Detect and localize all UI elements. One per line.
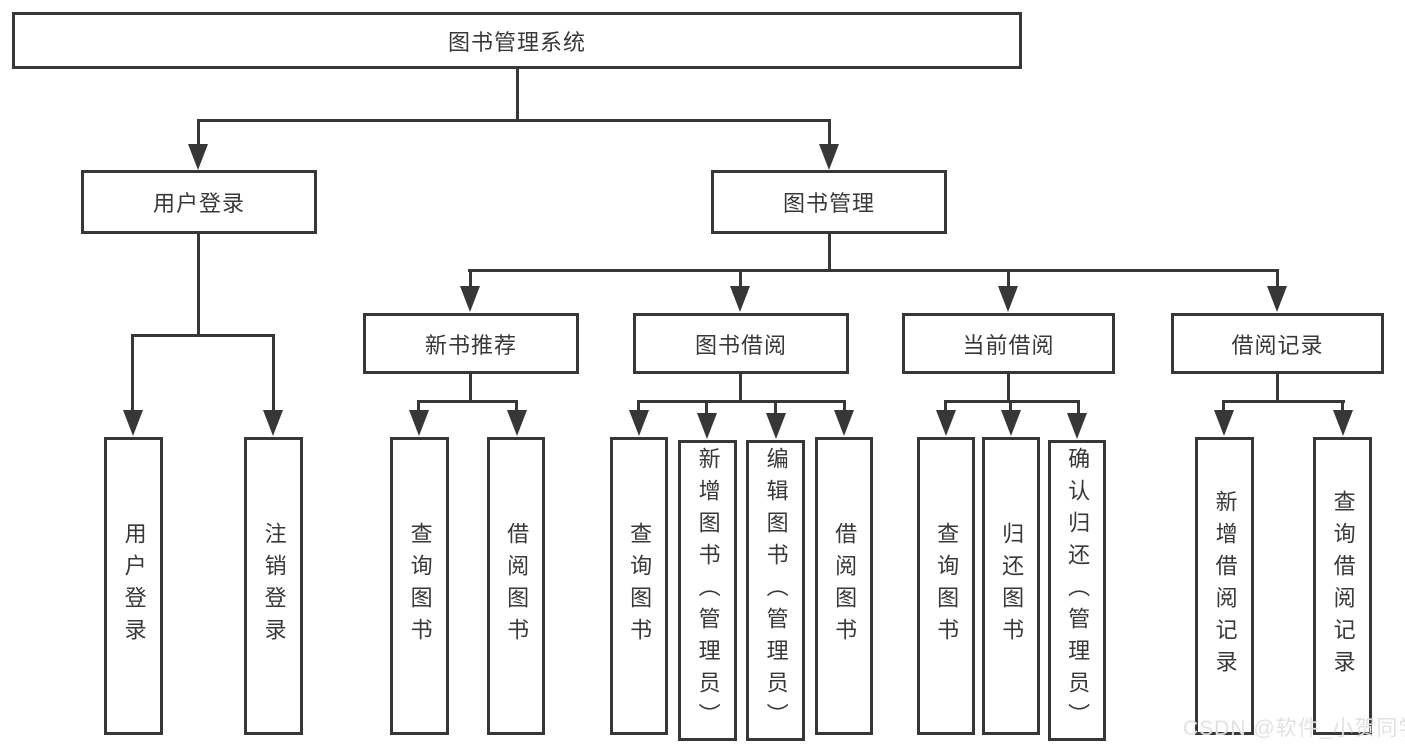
leaf-query-books-borrow: 查询图书 (610, 437, 668, 735)
node-label: 新增图书（管理员） (695, 446, 721, 735)
node-current-borrow: 当前借阅 (902, 313, 1115, 374)
arrow-into-leaf-logout (263, 410, 283, 436)
node-label: 查询图书 (934, 522, 960, 650)
node-book-management: 图书管理 (711, 170, 947, 234)
node-label: 查询借阅记录 (1330, 490, 1356, 682)
arrow-into-user-login (188, 144, 208, 170)
connector-stem (774, 400, 777, 414)
leaf-add-book-admin: 新增图书（管理员） (678, 440, 737, 741)
arrow-into-leaf (834, 410, 854, 436)
connector-book-borrow-trunk (739, 374, 742, 403)
arrow-into-leaf (1333, 410, 1353, 436)
connector-stem (1077, 400, 1080, 414)
arrow-into-book-management (819, 144, 839, 170)
connector-borrow-records-trunk (1276, 374, 1279, 403)
connector-new-book-branch (417, 400, 518, 403)
arrow-into-leaf (1214, 410, 1234, 436)
connector-stem (417, 400, 420, 413)
leaf-confirm-return-admin: 确认归还（管理员） (1048, 440, 1106, 741)
connector-stem (515, 400, 518, 413)
leaf-return-books: 归还图书 (982, 437, 1040, 735)
node-label: 借阅图书 (504, 522, 530, 650)
connector-stem-book-borrow (739, 269, 742, 288)
arrow-into-leaf (697, 413, 717, 439)
connector-stem (1222, 400, 1225, 413)
connector-stem (1341, 400, 1344, 413)
arrow-into-leaf (1067, 413, 1087, 439)
connector-stem-leaf-logout (272, 334, 275, 412)
connector-user-login-branch (131, 334, 275, 337)
connector-new-book-trunk (469, 374, 472, 403)
connector-stem-book-management (828, 119, 831, 147)
node-label: 当前借阅 (962, 332, 1055, 358)
node-label: 借阅记录 (1231, 332, 1324, 358)
node-label: 新增借阅记录 (1212, 490, 1238, 682)
connector-current-borrow-branch (944, 400, 1080, 403)
node-label: 借阅图书 (832, 522, 858, 650)
node-label: 归还图书 (999, 522, 1025, 650)
node-label: 查询图书 (407, 522, 433, 650)
connector-book-mgmt-trunk (828, 234, 831, 272)
leaf-query-borrow-record: 查询借阅记录 (1313, 437, 1372, 735)
arrow-into-leaf (766, 413, 786, 439)
connector-stem-borrow-records (1276, 269, 1279, 288)
connector-user-login-trunk (197, 234, 200, 337)
connector-stem-leaf-login (131, 334, 134, 412)
connector-current-borrow-trunk (1007, 374, 1010, 403)
node-user-login: 用户登录 (81, 170, 317, 234)
csdn-watermark: CSDN @软件_小贺同学 (1183, 717, 1405, 740)
node-label: 图书借阅 (694, 332, 787, 358)
node-book-borrow: 图书借阅 (633, 313, 849, 374)
node-label: 注销登录 (261, 522, 287, 650)
arrow-into-new-book (460, 286, 480, 312)
node-label: 确认归还（管理员） (1065, 446, 1091, 735)
arrow-into-current-borrow (998, 286, 1018, 312)
leaf-query-books-current: 查询图书 (917, 437, 975, 735)
arrow-into-leaf (936, 410, 956, 436)
arrow-into-leaf (507, 410, 527, 436)
connector-root-trunk (516, 68, 519, 121)
connector-stem-new-book (469, 269, 472, 288)
arrow-into-leaf (629, 410, 649, 436)
connector-stem (843, 400, 846, 413)
arrow-into-leaf (1001, 410, 1021, 436)
node-label: 查询图书 (627, 522, 653, 650)
connector-borrow-records-branch (1222, 400, 1345, 403)
leaf-user-login: 用户登录 (104, 437, 163, 735)
connector-stem-user-login (197, 119, 200, 147)
arrow-into-leaf-login (123, 410, 143, 436)
connector-stem (944, 400, 947, 413)
leaf-borrow-books-recommend: 借阅图书 (487, 437, 545, 735)
node-label: 图书管理系统 (447, 29, 586, 55)
leaf-query-books-recommend: 查询图书 (390, 437, 449, 735)
leaf-add-borrow-record: 新增借阅记录 (1195, 437, 1254, 735)
leaf-logout: 注销登录 (244, 437, 303, 735)
connector-root-branch (197, 119, 831, 122)
node-new-book-recommend: 新书推荐 (363, 313, 579, 374)
connector-stem-current-borrow (1007, 269, 1010, 288)
leaf-edit-book-admin: 编辑图书（管理员） (746, 440, 805, 741)
connector-stem (1009, 400, 1012, 413)
node-label: 编辑图书（管理员） (763, 446, 789, 735)
node-label: 用户登录 (121, 522, 147, 650)
connector-stem (705, 400, 708, 414)
arrow-into-leaf (409, 410, 429, 436)
connector-stem (637, 400, 640, 413)
node-label: 图书管理 (782, 191, 875, 216)
connector-book-borrow-branch (637, 400, 846, 403)
node-library-management-system: 图书管理系统 (12, 12, 1022, 69)
node-label: 用户登录 (152, 191, 245, 216)
connector-book-mgmt-branch (468, 269, 1279, 272)
arrow-into-borrow-records (1267, 286, 1287, 312)
node-borrow-records: 借阅记录 (1171, 313, 1384, 374)
node-label: 新书推荐 (424, 332, 517, 358)
arrow-into-book-borrow (730, 286, 750, 312)
leaf-borrow-books: 借阅图书 (815, 437, 873, 735)
